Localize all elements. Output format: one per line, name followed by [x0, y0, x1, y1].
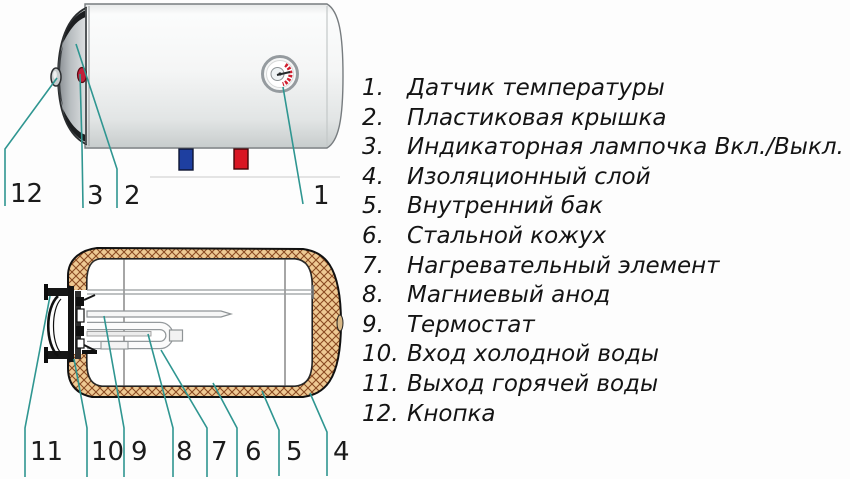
callout-line-7 [160, 349, 208, 477]
hot-water-pipe-stub [46, 288, 68, 296]
callout-line-4 [309, 392, 328, 476]
legend-item: 10. Вход холодной воды [362, 340, 848, 370]
callout-line-1 [282, 86, 304, 205]
legend-item-number: 1. [362, 75, 384, 101]
callout-line-6 [212, 382, 238, 477]
magnesium-anode [86, 331, 152, 337]
legend-item-label: Вход холодной воды [407, 341, 660, 368]
legend-item-number: 4. [362, 163, 384, 190]
callout-line-10 [73, 358, 88, 477]
callout-number-8: 8 [176, 437, 193, 467]
legend-item: 5. Внутренний бак [362, 192, 848, 222]
legend: 1. Датчик температуры 2. Пластиковая крышк… [362, 74, 848, 429]
heater-exterior-view [4, 3, 344, 209]
flange-assembly [44, 284, 97, 363]
temperature-gauge [261, 55, 299, 93]
callout-number-6: 6 [245, 437, 262, 467]
callout-line-5 [261, 390, 280, 476]
plastic-cover [57, 6, 90, 146]
callout-line-11 [24, 295, 51, 477]
legend-item-number: 9. [362, 311, 384, 338]
outlet-tube [87, 285, 314, 299]
callout-number-11: 11 [30, 437, 64, 467]
thermostat-probe [86, 310, 234, 318]
legend-item-number: 3. [362, 134, 384, 161]
legend-item-label: Кнопка [407, 400, 496, 427]
legend-item-label: Термостат [407, 311, 535, 338]
legend-item-number: 6. [362, 222, 384, 249]
legend-item-label: Датчик температуры [407, 75, 665, 101]
legend-item: 8. Магниевый анод [362, 281, 848, 311]
heater-cross-section [24, 246, 344, 477]
legend-item-label: Выход горячей воды [407, 370, 659, 397]
legend-item-number: 12. [362, 400, 399, 427]
legend-item: 7. Нагревательный элемент [362, 252, 848, 282]
legend-item: 2. Пластиковая крышка [362, 104, 848, 134]
inner-tank [86, 258, 313, 387]
callout-line-12 [4, 77, 58, 206]
legend-item-label: Внутренний бак [407, 193, 604, 220]
callout-lines-top [4, 43, 304, 209]
legend-item-label: Нагревательный элемент [407, 252, 720, 279]
callout-number-10: 10 [91, 437, 125, 467]
legend-item: 1. Датчик температуры [362, 74, 848, 104]
legend-item-number: 11. [362, 370, 399, 397]
legend-item-label: Изоляционный слой [407, 163, 651, 190]
legend-item: 12. Кнопка [362, 400, 848, 430]
callout-number-1: 1 [313, 181, 330, 211]
legend-item-number: 8. [362, 282, 384, 309]
callout-number-9: 9 [131, 437, 148, 467]
legend-item-number: 7. [362, 252, 384, 279]
hot-outlet-pipe [233, 148, 249, 170]
callout-number-2: 2 [124, 181, 141, 211]
casing-fitting [336, 314, 344, 332]
heating-element [87, 321, 184, 350]
legend-item: 11. Выход горячей воды [362, 370, 848, 400]
legend-item-number: 5. [362, 193, 384, 220]
legend-item-number: 2. [362, 104, 384, 131]
flange-bracket [47, 295, 59, 357]
callout-number-7: 7 [211, 437, 228, 467]
legend-item-number: 10. [362, 341, 399, 368]
legend-item: 4. Изоляционный слой [362, 163, 848, 193]
legend-item: 9. Термостат [362, 311, 848, 341]
callout-line-9 [103, 315, 125, 477]
heater-body [84, 3, 344, 149]
callout-line-8 [147, 333, 174, 477]
callout-number-3: 3 [87, 181, 104, 211]
callout-number-4: 4 [333, 437, 350, 467]
legend-item-label: Магниевый анод [407, 282, 611, 309]
callout-number-5: 5 [286, 437, 303, 467]
cold-inlet-pipe [178, 148, 194, 171]
legend-item-label: Пластиковая крышка [407, 104, 667, 131]
callout-number-12: 12 [10, 179, 44, 209]
legend-item: 3. Индикаторная лампочка Вкл./Выкл. [362, 133, 848, 163]
legend-item-label: Стальной кожух [407, 222, 607, 249]
callout-lines-bottom [24, 295, 328, 477]
legend-item: 6. Стальной кожух [362, 222, 848, 252]
legend-item-label: Индикаторная лампочка Вкл./Выкл. [407, 134, 844, 161]
callout-line-2 [75, 43, 118, 208]
callout-line-3 [79, 73, 84, 209]
